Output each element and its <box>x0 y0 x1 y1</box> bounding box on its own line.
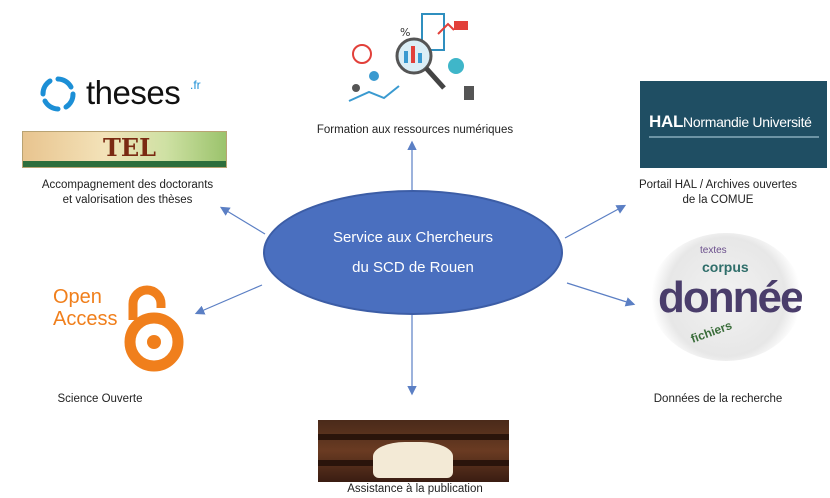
node-label-top: Formation aux ressources numériques <box>316 124 514 136</box>
library-books-image <box>318 420 509 482</box>
center-line-1: Service aux Chercheurs <box>332 228 494 246</box>
node-label-left: Science Ouverte <box>57 393 143 405</box>
tel-banner-image: TEL <box>22 131 227 168</box>
hal-logo-rest: Normandie Université <box>683 114 812 130</box>
arrow-top-left <box>219 206 266 235</box>
arrow-left <box>194 284 263 315</box>
word-cloud-image: textes corpus données fichiers <box>650 233 802 361</box>
theses-star-icon <box>40 76 76 112</box>
open-access-logo: Open Access <box>53 280 213 372</box>
hal-logo: HALNormandie Université <box>640 81 827 168</box>
node-label-top-left-line1: Accompagnement des doctorants <box>41 179 214 191</box>
arrow-top-right <box>564 204 627 239</box>
theses-word: theses <box>86 74 181 111</box>
tel-banner-text: TEL <box>103 133 157 162</box>
open-lock-icon <box>124 285 184 372</box>
node-label-top-left: Accompagnement des doctorants et valoris… <box>0 178 255 208</box>
cloud-word-1: textes <box>700 245 727 256</box>
svg-text:%: % <box>400 26 410 39</box>
center-line-2: du SCD de Rouen <box>352 258 474 276</box>
node-label-top-right-line1: Portail HAL / Archives ouvertes <box>638 179 798 191</box>
node-label-top-left-line2: et valorisation des thèses <box>62 194 193 206</box>
theses-suffix: .fr <box>190 78 201 92</box>
cloud-word-2: corpus <box>702 259 749 275</box>
arrow-right <box>566 282 636 307</box>
node-label-right: Données de la recherche <box>653 393 783 405</box>
node-label-top-right-line2: de la COMUE <box>682 194 754 206</box>
node-label-top-right: Portail HAL / Archives ouvertes de la CO… <box>606 178 830 208</box>
open-access-line2: Access <box>53 308 118 330</box>
numeric-resources-image: % <box>344 6 484 106</box>
cloud-word-main: données <box>658 273 802 322</box>
theses-logo: theses .fr <box>38 74 228 114</box>
hal-logo-bold: HAL <box>649 112 684 131</box>
center-node: Service aux Chercheurs du SCD de Rouen <box>263 190 563 315</box>
open-access-line1: Open <box>53 286 102 308</box>
node-label-bottom: Assistance à la publication <box>347 483 483 495</box>
